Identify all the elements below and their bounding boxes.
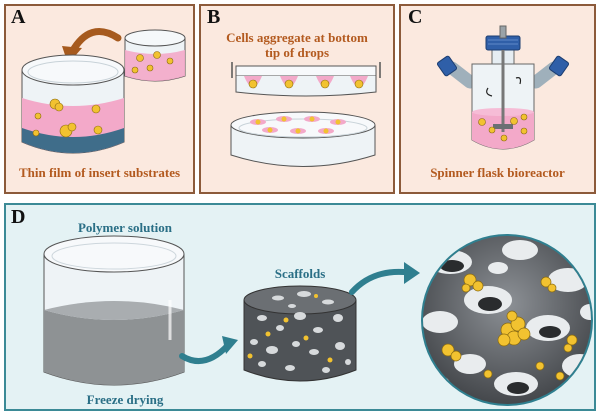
magnified-scaffold-view <box>421 234 593 406</box>
large-jar <box>21 54 125 154</box>
polymer-beaker <box>43 235 185 386</box>
panel-d-letter: D <box>11 206 26 228</box>
panel-b-caption-line2: tip of drops <box>264 45 330 60</box>
panel-b-letter: B <box>207 6 221 28</box>
freeze-drying-label: Freeze drying <box>86 392 164 407</box>
teal-arrow-2 <box>349 262 420 295</box>
panel-c-caption: Spinner flask bioreactor <box>430 165 565 180</box>
small-jar <box>124 29 186 82</box>
petri-dish <box>230 111 376 167</box>
scaffold-cylinder <box>243 285 357 382</box>
drops <box>244 76 368 89</box>
cell-clusters <box>441 273 578 381</box>
panel-b-caption: Cells aggregate at bottom tip of drops <box>207 30 387 60</box>
hanging-drop-lid <box>231 62 381 97</box>
polymer-solution-label: Polymer solution <box>77 220 172 235</box>
panel-a-letter: A <box>11 6 26 28</box>
teal-arrow-1 <box>179 336 238 365</box>
scaffolds-label: Scaffolds <box>274 266 326 281</box>
panel-c-letter: C <box>408 6 423 28</box>
spinner-flask <box>436 25 570 150</box>
panel-a-caption: Thin film of insert substrates <box>18 165 181 180</box>
panel-b-caption-line1: Cells aggregate at bottom <box>226 30 368 45</box>
